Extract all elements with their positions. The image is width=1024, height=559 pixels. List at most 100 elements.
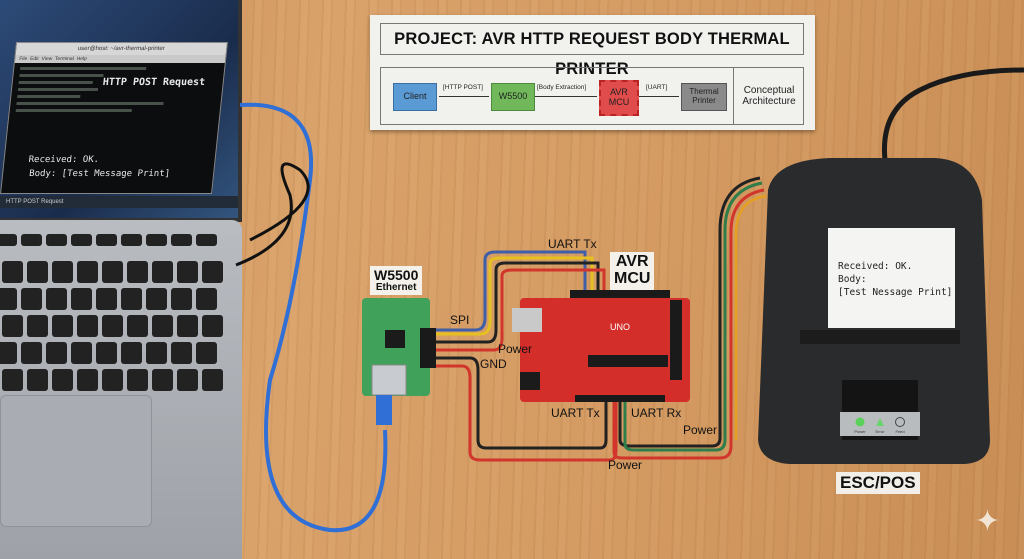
keyboard-key[interactable] bbox=[46, 288, 67, 310]
keyboard-key[interactable] bbox=[0, 234, 17, 246]
receipt-line: Received: OK. bbox=[838, 261, 913, 272]
project-diagram-card: PROJECT: AVR HTTP REQUEST BODY THERMAL P… bbox=[370, 15, 815, 130]
keyboard-key[interactable] bbox=[146, 234, 167, 246]
arrow bbox=[535, 96, 597, 97]
receipt-line: Body: bbox=[838, 274, 867, 285]
keyboard-key[interactable] bbox=[77, 261, 98, 283]
arrow bbox=[439, 96, 489, 97]
avr-mcu-label: AVR MCU bbox=[610, 252, 655, 290]
keyboard-key[interactable] bbox=[27, 261, 48, 283]
power-jack bbox=[520, 372, 540, 390]
keyboard-key[interactable] bbox=[127, 369, 148, 391]
keyboard-key[interactable] bbox=[177, 315, 198, 337]
keyboard-key[interactable] bbox=[52, 261, 73, 283]
uart-tx-top-label: UART Tx bbox=[548, 237, 597, 251]
wire-gnd bbox=[430, 356, 608, 450]
power-bottom-label: Power bbox=[608, 458, 643, 472]
keyboard-key[interactable] bbox=[2, 261, 23, 283]
keyboard-key[interactable] bbox=[0, 342, 17, 364]
feed-button-label[interactable]: Feed bbox=[895, 429, 905, 434]
usb-cable bbox=[235, 162, 310, 267]
keyboard-key[interactable] bbox=[121, 288, 142, 310]
keyboard-key[interactable] bbox=[196, 234, 217, 246]
keyboard-key[interactable] bbox=[2, 315, 23, 337]
keyboard-key[interactable] bbox=[71, 234, 92, 246]
keyboard-key[interactable] bbox=[202, 315, 223, 337]
keyboard-key[interactable] bbox=[196, 342, 217, 364]
side-header bbox=[670, 300, 682, 380]
edge-http-post: [HTTP POST] bbox=[443, 84, 483, 91]
keyboard-key[interactable] bbox=[102, 261, 123, 283]
ethernet-plug bbox=[376, 395, 392, 425]
arrow bbox=[639, 96, 679, 97]
architecture-diagram: Client [HTTP POST] W5500 [Body Extractio… bbox=[380, 67, 804, 125]
esc-pos-label: ESC/POS bbox=[836, 472, 920, 494]
keyboard-key[interactable] bbox=[96, 288, 117, 310]
paper-slot bbox=[800, 330, 960, 344]
keyboard-key[interactable] bbox=[71, 342, 92, 364]
keyboard-key[interactable] bbox=[102, 369, 123, 391]
power-label: Power bbox=[498, 342, 533, 356]
keyboard-key[interactable] bbox=[21, 288, 42, 310]
keyboard-key[interactable] bbox=[52, 315, 73, 337]
keyboard-key[interactable] bbox=[121, 234, 142, 246]
keyboard-key[interactable] bbox=[177, 369, 198, 391]
error-led-icon bbox=[876, 418, 884, 426]
taskbar: HTTP POST Request bbox=[0, 196, 238, 208]
mcu-line2: MCU bbox=[614, 269, 651, 287]
keyboard-key[interactable] bbox=[202, 369, 223, 391]
keyboard-key[interactable] bbox=[171, 288, 192, 310]
board-brand: UNO bbox=[610, 322, 630, 332]
keyboard-key[interactable] bbox=[52, 369, 73, 391]
w5500-chip bbox=[385, 330, 405, 348]
keyboard-key[interactable] bbox=[46, 342, 67, 364]
keyboard-key[interactable] bbox=[127, 261, 148, 283]
uart-tx-bottom-label: UART Tx bbox=[551, 406, 600, 420]
keyboard-key[interactable] bbox=[102, 315, 123, 337]
wire-printer-power bbox=[612, 188, 765, 460]
keyboard-key[interactable] bbox=[127, 315, 148, 337]
receipt-line: [Test Nessage Print] bbox=[838, 287, 953, 298]
trackpad[interactable] bbox=[0, 395, 152, 527]
wire-black bbox=[430, 261, 600, 344]
keyboard-key[interactable] bbox=[171, 234, 192, 246]
keyboard-key[interactable] bbox=[2, 369, 23, 391]
node-w5500: W5500 bbox=[491, 83, 535, 111]
bottom-header bbox=[575, 395, 665, 402]
keyboard-key[interactable] bbox=[77, 369, 98, 391]
keyboard-key[interactable] bbox=[27, 315, 48, 337]
wire-red bbox=[430, 268, 606, 352]
keyboard-key[interactable] bbox=[21, 342, 42, 364]
keyboard-key[interactable] bbox=[46, 234, 67, 246]
node-thermal-printer: Thermal Printer bbox=[681, 83, 727, 111]
edge-body-extraction: [Body Extraction] bbox=[537, 84, 587, 91]
keyboard-key[interactable] bbox=[146, 288, 167, 310]
power-button-label[interactable]: Power bbox=[854, 429, 866, 434]
keyboard-key[interactable] bbox=[21, 234, 42, 246]
keyboard-key[interactable] bbox=[196, 288, 217, 310]
node-client: Client bbox=[393, 83, 437, 111]
wire-orange bbox=[734, 194, 767, 440]
keyboard-key[interactable] bbox=[77, 315, 98, 337]
divider bbox=[733, 68, 734, 124]
keyboard-key[interactable] bbox=[146, 342, 167, 364]
keyboard-key[interactable] bbox=[27, 369, 48, 391]
keyboard-key[interactable] bbox=[202, 261, 223, 283]
keyboard-key[interactable] bbox=[96, 342, 117, 364]
w5500-sub: Ethernet bbox=[375, 281, 417, 293]
receipt-paper: Received: OK. Body: [Test Nessage Print] bbox=[828, 228, 955, 328]
keyboard-key[interactable] bbox=[121, 342, 142, 364]
taskbar-item[interactable]: HTTP POST Request bbox=[6, 199, 64, 205]
project-title: PROJECT: AVR HTTP REQUEST BODY THERMAL P… bbox=[380, 23, 804, 78]
keyboard-key[interactable] bbox=[0, 288, 17, 310]
keyboard-key[interactable] bbox=[152, 369, 173, 391]
keyboard-key[interactable] bbox=[171, 342, 192, 364]
wire-yellow bbox=[430, 256, 594, 336]
keyboard-key[interactable] bbox=[152, 261, 173, 283]
keyboard-key[interactable] bbox=[152, 315, 173, 337]
atmega-chip bbox=[588, 355, 668, 367]
edge-uart: [UART] bbox=[646, 84, 668, 91]
keyboard-key[interactable] bbox=[96, 234, 117, 246]
keyboard-key[interactable] bbox=[71, 288, 92, 310]
keyboard-key[interactable] bbox=[177, 261, 198, 283]
